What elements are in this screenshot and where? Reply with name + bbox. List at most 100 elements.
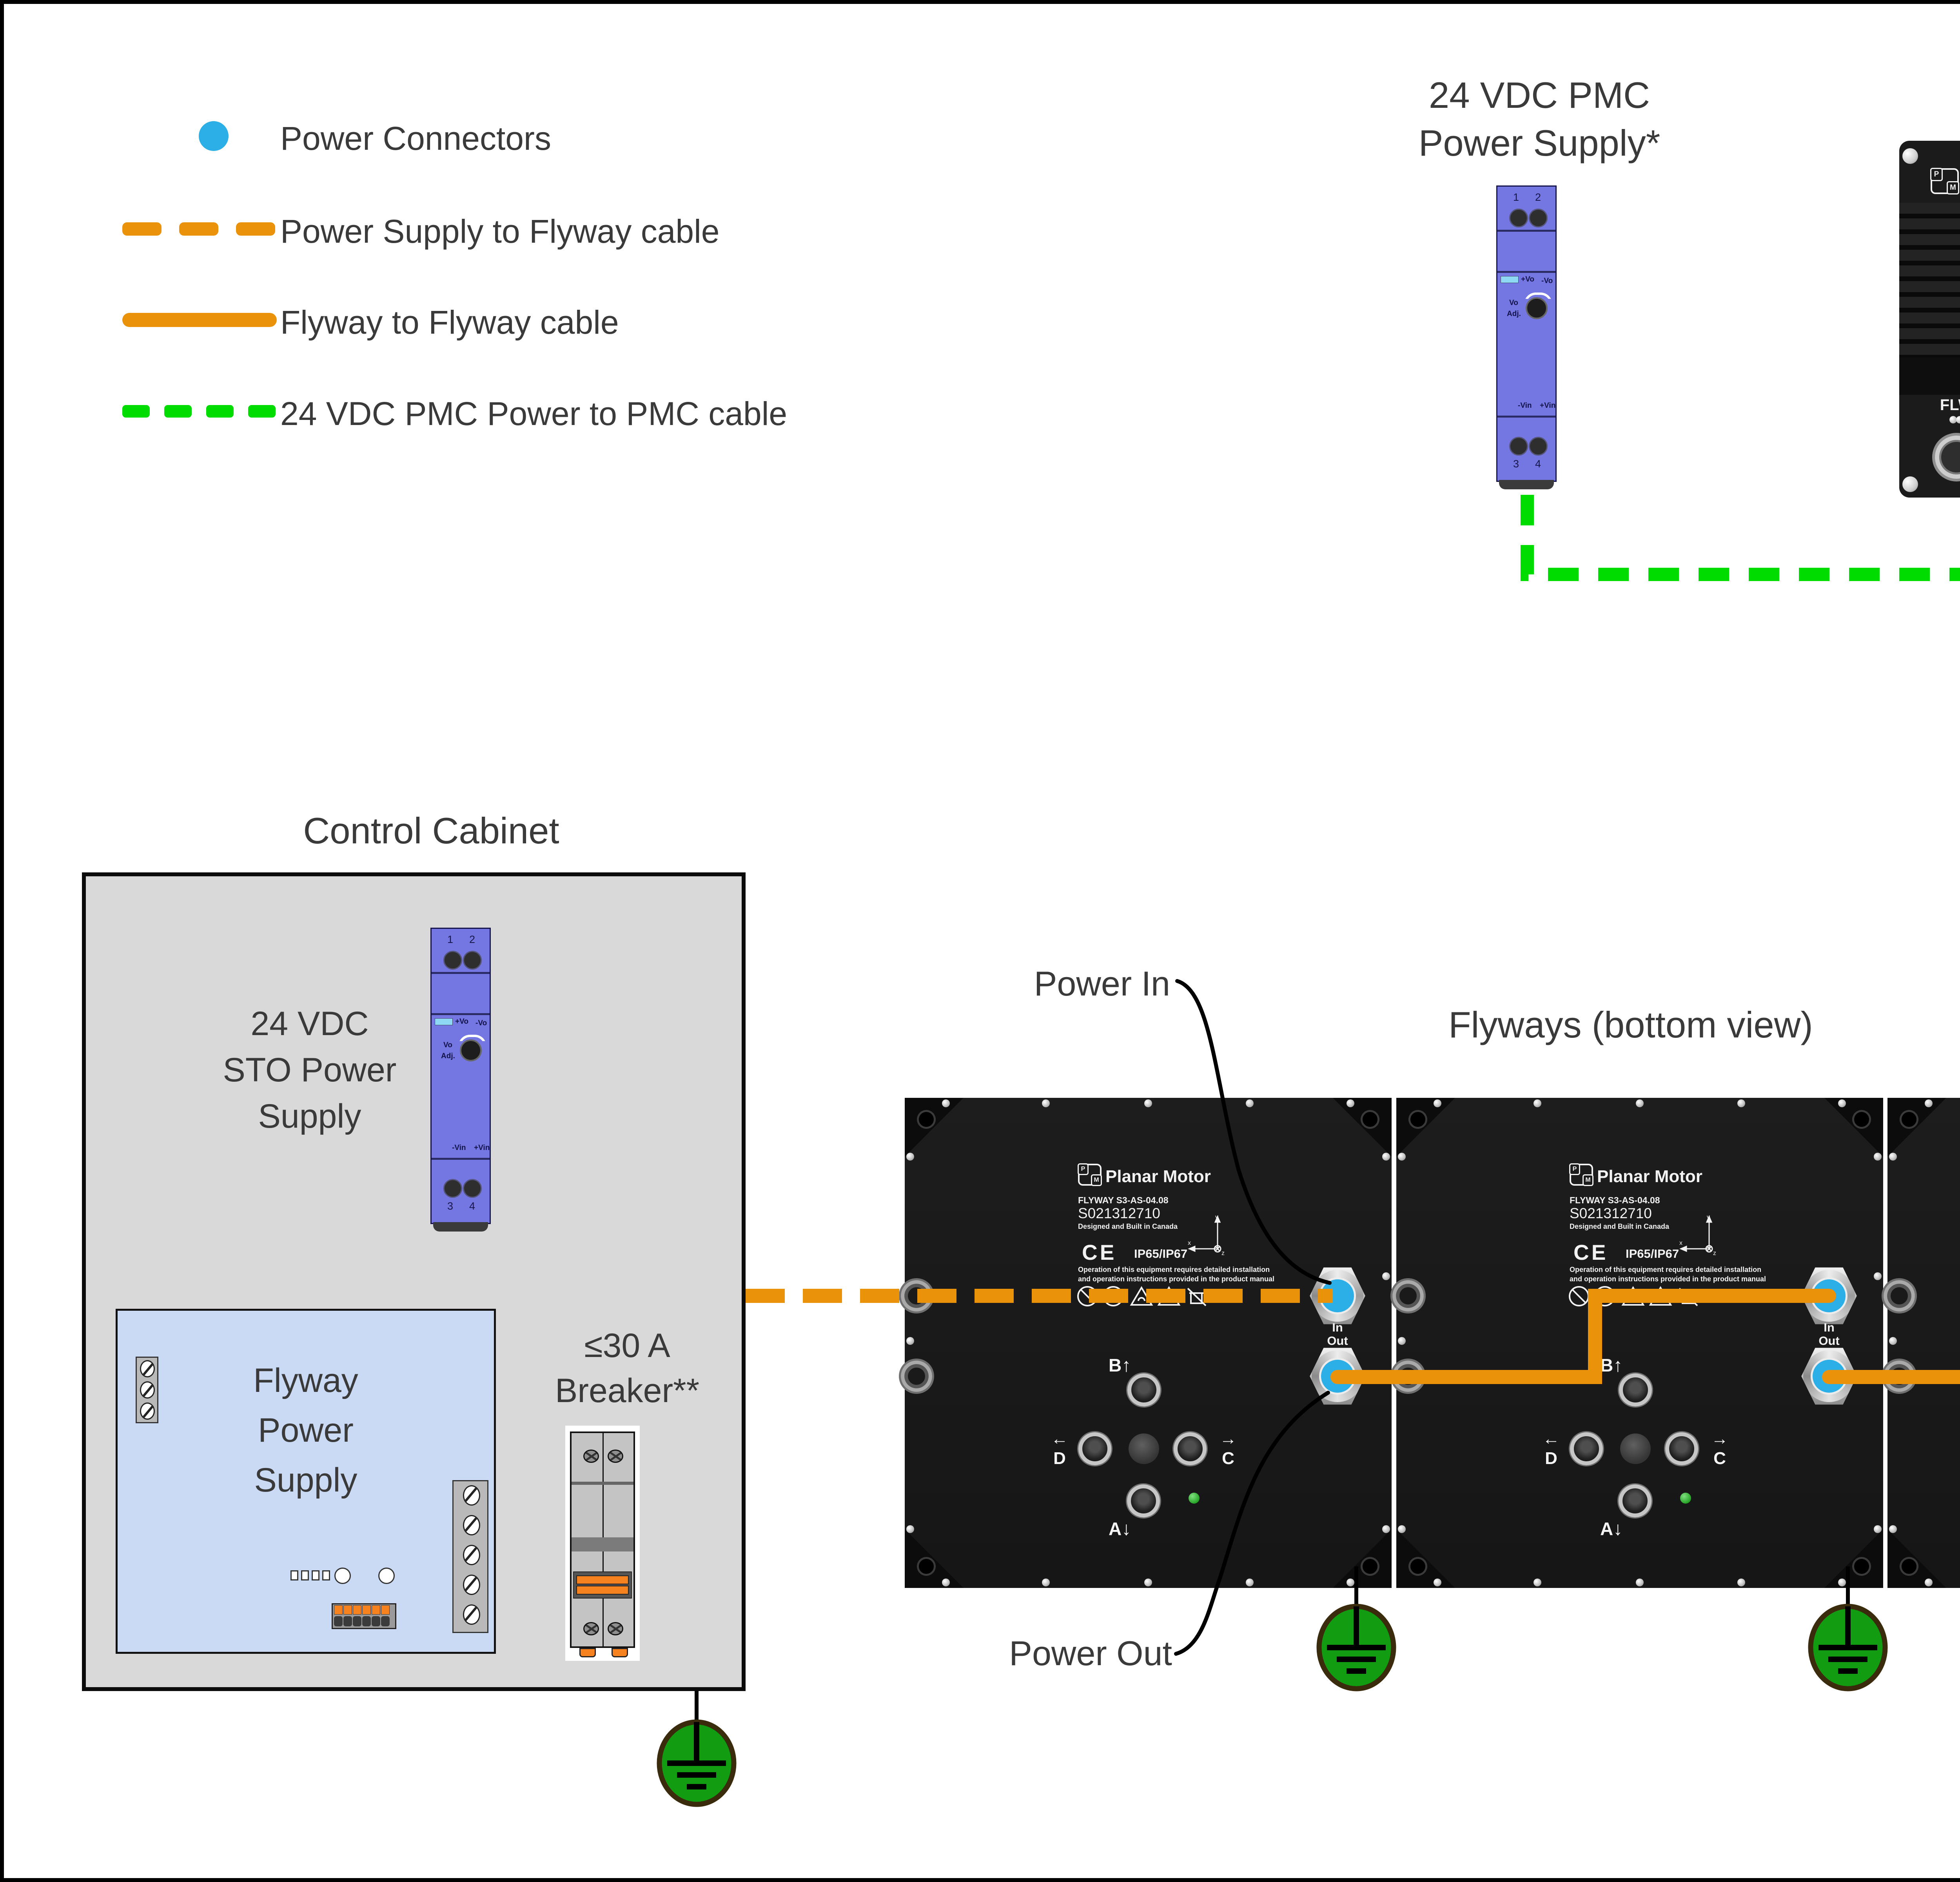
fps-right-terminal-strip — [452, 1480, 488, 1633]
edge-screw-icon — [1347, 1579, 1354, 1586]
logo-letter-p: P — [1569, 1163, 1580, 1175]
breaker-screw-icon — [608, 1622, 623, 1635]
pmc-controller: P M Planar Motor FLW PWR ETH IN OUT — EI… — [1899, 141, 1960, 498]
edge-screw-icon — [906, 1153, 914, 1161]
edge-screw-icon — [1398, 1525, 1406, 1533]
center-cap-icon — [1620, 1433, 1651, 1464]
port-a-label: A↓ — [1600, 1519, 1623, 1539]
breaker-label-line1: ≤30 A — [584, 1327, 670, 1364]
psu-divider — [1497, 271, 1555, 273]
legend-label-power-connectors: Power Connectors — [280, 120, 551, 157]
psu-knob-label1: Vo — [1509, 299, 1518, 307]
fps-left-terminal-strip — [136, 1357, 158, 1423]
cable-flyway2-to-flyway3 — [1822, 1370, 1960, 1384]
psu-terminal-hole-icon — [443, 951, 462, 970]
logo-letter-p: P — [1930, 168, 1943, 181]
pmc-power-supply-title: 24 VDC PMC Power Supply* — [1324, 71, 1755, 167]
breaker-screw-icon — [583, 1622, 599, 1635]
edge-screw-icon — [1398, 1153, 1406, 1161]
planar-motor-logo-icon: P M — [1569, 1163, 1593, 1186]
psu-terminal-label: 4 — [1535, 458, 1541, 470]
flyway-module: P M Planar Motor FLYWAY S3-AS-04.08 S021… — [1882, 1098, 1960, 1588]
port-b-connector — [1619, 1373, 1652, 1406]
fps-label-line3: Supply — [254, 1461, 358, 1499]
svg-text:z: z — [1713, 1250, 1716, 1257]
psu-vin-plus-label: +Vin — [474, 1144, 490, 1152]
edge-screw-icon — [1874, 1153, 1882, 1161]
psu-divider — [432, 972, 490, 974]
in-connector-label: In — [1824, 1321, 1835, 1334]
ip-rating-text: IP65/IP67 — [1626, 1247, 1679, 1261]
port-d-label: ←D — [1051, 1429, 1068, 1468]
pmc-power-supply-title-line1: 24 VDC PMC — [1428, 74, 1650, 116]
edge-screw-icon — [1042, 1099, 1050, 1107]
psu-terminal-label: 4 — [469, 1200, 475, 1212]
edge-screw-icon — [1889, 1525, 1897, 1533]
sto-power-supply-label: 24 VDC STO Power Supply — [172, 1001, 447, 1139]
psu-adjust-knob — [460, 1039, 482, 1061]
breaker-rocker — [573, 1571, 632, 1599]
connector-pin — [343, 1605, 352, 1615]
breaker-label: ≤30 A Breaker** — [490, 1323, 764, 1413]
psu-din-foot — [1499, 480, 1554, 489]
psu-knob-label2: Adj. — [1507, 310, 1521, 318]
fps-label-line2: Power — [258, 1412, 354, 1449]
psu-terminal-hole-icon — [1529, 209, 1548, 227]
left-edge-socket-icon — [1882, 1278, 1917, 1313]
pmc-heatsink-fins — [1899, 203, 1960, 358]
pmc-port-label-flw: FLW — [1940, 396, 1960, 414]
svg-text:y: y — [1707, 1214, 1710, 1221]
psu-terminal-hole-icon — [443, 1179, 462, 1198]
svg-text:x: x — [1679, 1240, 1682, 1246]
terminal-screw-icon — [140, 1360, 155, 1377]
psu-vin-minus-label: -Vin — [1518, 401, 1532, 410]
legend-label-flyway-to-flyway: Flyway to Flyway cable — [280, 304, 619, 341]
edge-screw-icon — [1874, 1272, 1882, 1280]
flyway-serial-text: S021312710 — [1570, 1205, 1652, 1221]
din-power-supply: 1 2 +Vo -Vo Vo Adj. -Vin +Vin 3 4 — [430, 928, 491, 1232]
port-d-connector — [1078, 1432, 1111, 1465]
edge-screw-icon — [1636, 1099, 1644, 1107]
terminal-screw-icon — [463, 1515, 480, 1535]
cabinet-ground-symbol — [659, 1722, 734, 1804]
port-a-label: A↓ — [1109, 1519, 1131, 1539]
flyway-power-supply-label: Flyway Power Supply — [118, 1356, 494, 1505]
edge-screw-icon — [1434, 1099, 1441, 1107]
planar-motor-logo-icon: P M — [1930, 168, 1959, 194]
psu-led-icon — [435, 1018, 453, 1025]
out-connector-label: Out — [1327, 1334, 1348, 1348]
breaker-body — [570, 1431, 635, 1648]
edge-screw-icon — [1042, 1579, 1050, 1586]
edge-screw-icon — [1889, 1337, 1897, 1345]
port-c-connector — [1174, 1432, 1207, 1465]
psu-terminal-hole-icon — [463, 951, 482, 970]
psu-divider — [1497, 416, 1555, 418]
flyway-notice-line1: Operation of this equipment requires det… — [1078, 1266, 1270, 1273]
terminal-screw-icon — [463, 1485, 480, 1506]
legend-swatch-green-dashed — [122, 405, 276, 418]
psu-knob-label1: Vo — [443, 1041, 452, 1049]
flyway-notice-line2: and operation instructions provided in t… — [1570, 1275, 1766, 1283]
terminal-screw-icon — [463, 1545, 480, 1565]
legend-swatch-orange-dashed — [122, 222, 275, 236]
flyway-brand-text: Planar Motor — [1597, 1167, 1702, 1186]
psu-vo-minus-label: -Vo — [475, 1019, 487, 1027]
ip-rating-text: IP65/IP67 — [1134, 1247, 1188, 1261]
sto-label-line2: STO Power — [223, 1051, 397, 1089]
planar-motor-logo-icon: P M — [1078, 1163, 1102, 1186]
psu-din-foot — [433, 1222, 488, 1232]
flyway-power-supply-panel: Flyway Power Supply — [116, 1309, 496, 1654]
connector-pin — [362, 1605, 371, 1615]
port-c-label: →C — [1220, 1429, 1237, 1468]
flyway-brand-text: Planar Motor — [1105, 1167, 1211, 1186]
psu-knob-label2: Adj. — [441, 1052, 455, 1060]
pmc-power-supply-title-line2: Power Supply* — [1418, 122, 1661, 163]
edge-screw-icon — [1398, 1337, 1406, 1345]
edge-screw-icon — [1434, 1579, 1441, 1586]
power-in-label: Power In — [1034, 964, 1170, 1003]
edge-screw-icon — [1144, 1579, 1152, 1586]
breaker-rocker-bar — [576, 1586, 629, 1595]
connector-socket — [343, 1616, 352, 1626]
